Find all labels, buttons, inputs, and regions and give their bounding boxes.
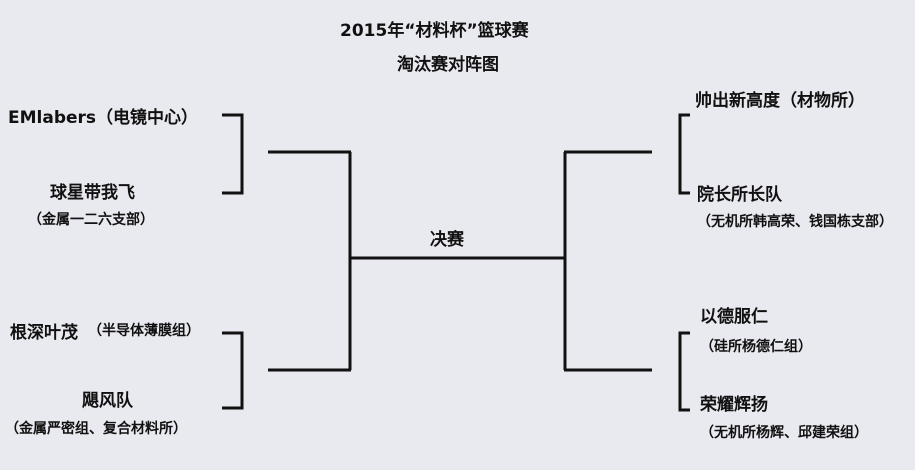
group-left-3: （半导体薄膜组） <box>88 323 200 339</box>
final-label: 决赛 <box>430 230 464 250</box>
left-bracket-top <box>222 113 244 195</box>
group-right-3: （硅所杨德仁组） <box>700 339 812 355</box>
right-bracket-bottom <box>678 331 690 412</box>
group-right-2: （无机所韩高荣、钱国栋支部） <box>697 214 893 230</box>
team-right-3: 以德服仁 <box>700 307 768 327</box>
group-right-4: （无机所杨辉、邱建荣组） <box>700 425 868 441</box>
right-bracket-top <box>678 113 690 195</box>
team-left-1: EMlabers（电镜中心） <box>8 108 199 128</box>
page-subtitle: 淘汰赛对阵图 <box>397 55 499 75</box>
group-left-2: （金属一二六支部） <box>28 212 154 228</box>
team-left-4: 飓风队 <box>82 391 133 411</box>
team-left-2: 球星带我飞 <box>50 183 135 203</box>
team-right-4: 荣耀辉扬 <box>700 395 768 415</box>
group-left-4: （金属严密组、复合材料所） <box>5 421 187 437</box>
team-right-1: 帅出新高度（材物所） <box>695 91 865 111</box>
team-right-2: 院长所长队 <box>697 185 782 205</box>
page-title: 2015年“材料杯”篮球赛 <box>340 21 529 41</box>
left-bracket-bottom <box>222 331 244 410</box>
team-left-3: 根深叶茂 <box>10 323 78 343</box>
